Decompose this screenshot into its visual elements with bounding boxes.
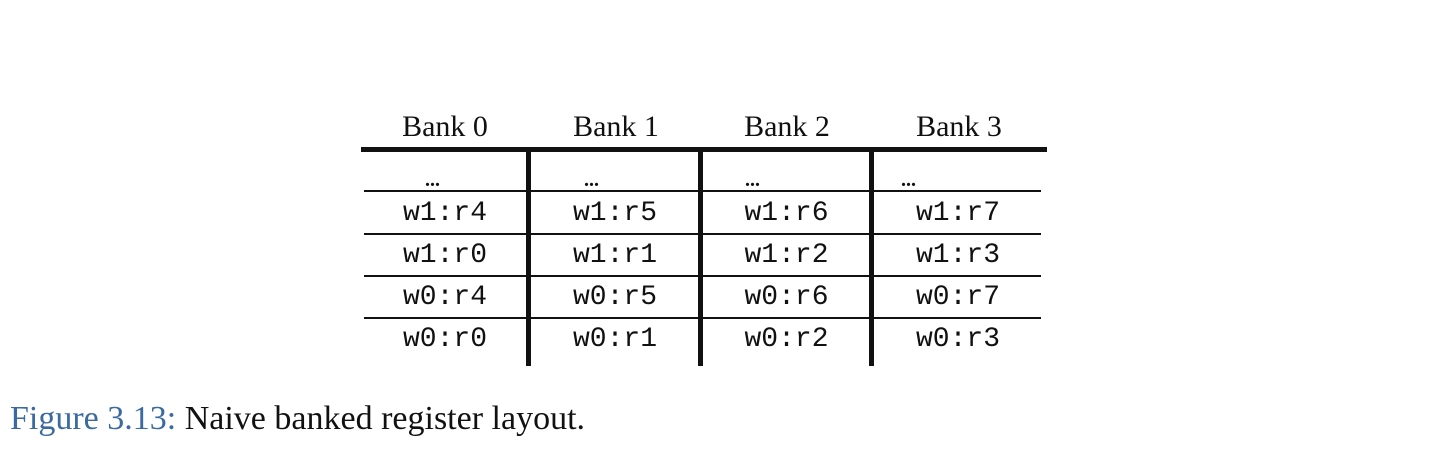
register-cell: w1:r5 (572, 198, 657, 229)
column-divider-1 (526, 150, 531, 366)
register-cell: w0:r5 (572, 282, 657, 313)
register-cell: w1:r1 (572, 240, 657, 271)
bank-header-0: Bank 0 (402, 110, 488, 143)
figure-caption-text: Naive banked register layout. (176, 400, 586, 437)
register-cell: w0:r2 (744, 324, 829, 355)
ellipsis-bank-1: ... (584, 169, 599, 191)
register-cell: w0:r0 (402, 324, 487, 355)
row-rule (531, 190, 698, 192)
ellipsis-bank-0: ... (425, 169, 440, 191)
row-rule (874, 317, 1041, 319)
row-rule (364, 275, 526, 277)
row-rule (874, 233, 1041, 235)
row-rule (364, 317, 526, 319)
column-divider-2 (698, 150, 703, 366)
table-top-rule (361, 147, 1047, 152)
row-rule (531, 275, 698, 277)
row-rule (531, 233, 698, 235)
register-cell: w0:r7 (915, 282, 1000, 313)
row-rule (364, 190, 526, 192)
register-cell: w1:r6 (744, 198, 829, 229)
bank-header-2: Bank 2 (744, 110, 830, 143)
row-rule (703, 275, 869, 277)
figure-caption-label: Figure 3.13: (10, 400, 177, 437)
row-rule (703, 190, 869, 192)
bank-header-3: Bank 3 (916, 110, 1002, 143)
register-cell: w1:r0 (402, 240, 487, 271)
row-rule (364, 233, 526, 235)
register-cell: w1:r7 (915, 198, 1000, 229)
register-cell: w0:r3 (915, 324, 1000, 355)
register-cell: w1:r2 (744, 240, 829, 271)
row-rule (874, 190, 1041, 192)
register-cell: w1:r4 (402, 198, 487, 229)
ellipsis-bank-2: ... (745, 169, 760, 191)
row-rule (874, 275, 1041, 277)
row-rule (703, 317, 869, 319)
register-cell: w0:r4 (402, 282, 487, 313)
row-rule (531, 317, 698, 319)
row-rule (703, 233, 869, 235)
register-cell: w1:r3 (915, 240, 1000, 271)
ellipsis-bank-3: ... (901, 169, 916, 191)
register-cell: w0:r6 (744, 282, 829, 313)
bank-header-1: Bank 1 (573, 110, 659, 143)
register-cell: w0:r1 (572, 324, 657, 355)
figure-caption: Figure 3.13: Naive banked register layou… (10, 398, 585, 440)
column-divider-3 (869, 150, 874, 366)
